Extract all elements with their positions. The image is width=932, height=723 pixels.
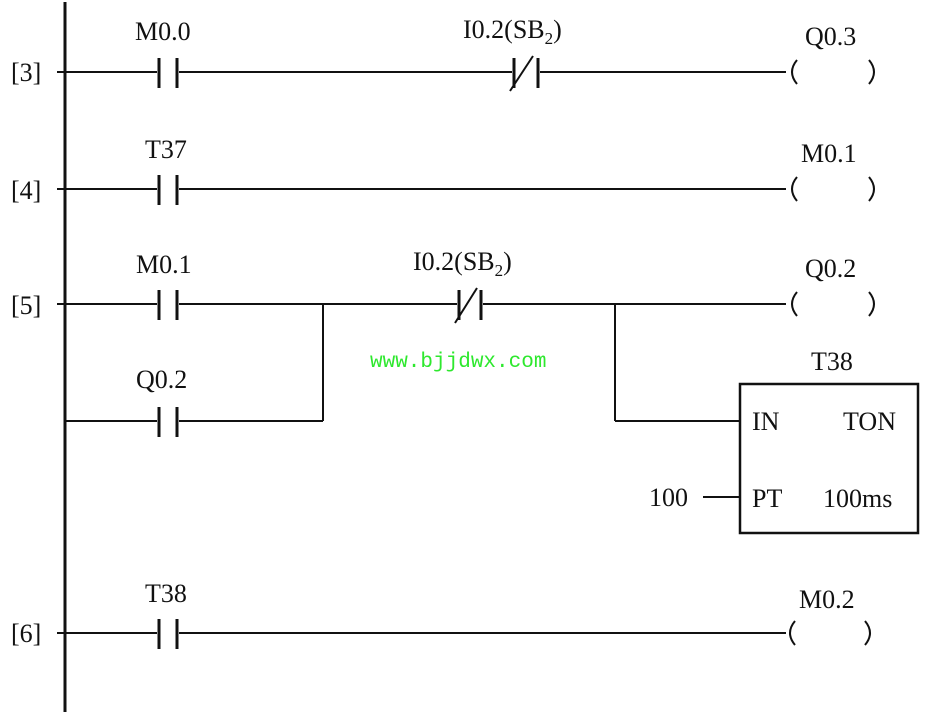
timer-name: T38 — [811, 347, 853, 376]
contact-label-q0-2: Q0.2 — [136, 365, 187, 394]
watermark-text: www.bjjdwx.com — [370, 351, 546, 374]
timer-preset-value: 100 — [649, 483, 688, 512]
rung-4-number: [4] — [11, 176, 41, 205]
no-contact-t38 — [157, 619, 179, 649]
timer-pt-label: PT — [752, 484, 782, 513]
rung-5: [5] M0.1 Q0.2 I0.2(SB2) Q0. — [11, 247, 920, 535]
contact-label-t37: T37 — [145, 135, 187, 164]
rung-3-number: [3] — [11, 58, 41, 87]
coil-m0-1 — [791, 176, 875, 202]
nc-contact-i0-2-sb2 — [509, 55, 540, 92]
rung-4: [4] T37 M0.1 — [11, 135, 875, 205]
contact-label-i0-2-sb2: I0.2(SB2) — [463, 15, 562, 48]
contact-label-m0-1: M0.1 — [136, 250, 192, 279]
timer-resolution: 100ms — [823, 484, 892, 513]
rung-5-number: [5] — [11, 291, 41, 320]
nc-contact-i0-2-sb2-rung5 — [454, 287, 483, 324]
timer-box — [738, 382, 920, 535]
no-contact-m0-1 — [157, 290, 179, 320]
no-contact-q0-2 — [157, 407, 179, 437]
no-contact-t37 — [157, 175, 179, 205]
coil-label-q0-3: Q0.3 — [805, 22, 856, 51]
coil-m0-2 — [789, 620, 871, 646]
no-contact-m0-0 — [157, 58, 179, 88]
coil-label-m0-2: M0.2 — [799, 585, 855, 614]
coil-label-q0-2: Q0.2 — [805, 254, 856, 283]
contact-label-t38: T38 — [145, 579, 187, 608]
timer-in-label: IN — [752, 407, 780, 436]
timer-type-label: TON — [843, 407, 896, 436]
contact-label-i0-2-sb2-rung5: I0.2(SB2) — [413, 247, 512, 280]
coil-label-m0-1: M0.1 — [801, 139, 857, 168]
rung-6-number: [6] — [11, 619, 41, 648]
coil-q0-3 — [791, 59, 875, 85]
coil-q0-2 — [791, 291, 875, 317]
timer-block-t38: T38 IN TON PT 100ms — [738, 347, 920, 535]
rung-3: [3] M0.0 I0.2(SB2) Q0.3 — [11, 15, 875, 92]
contact-label-m0-0: M0.0 — [135, 17, 191, 46]
rung-6: [6] T38 M0.2 — [11, 579, 871, 649]
